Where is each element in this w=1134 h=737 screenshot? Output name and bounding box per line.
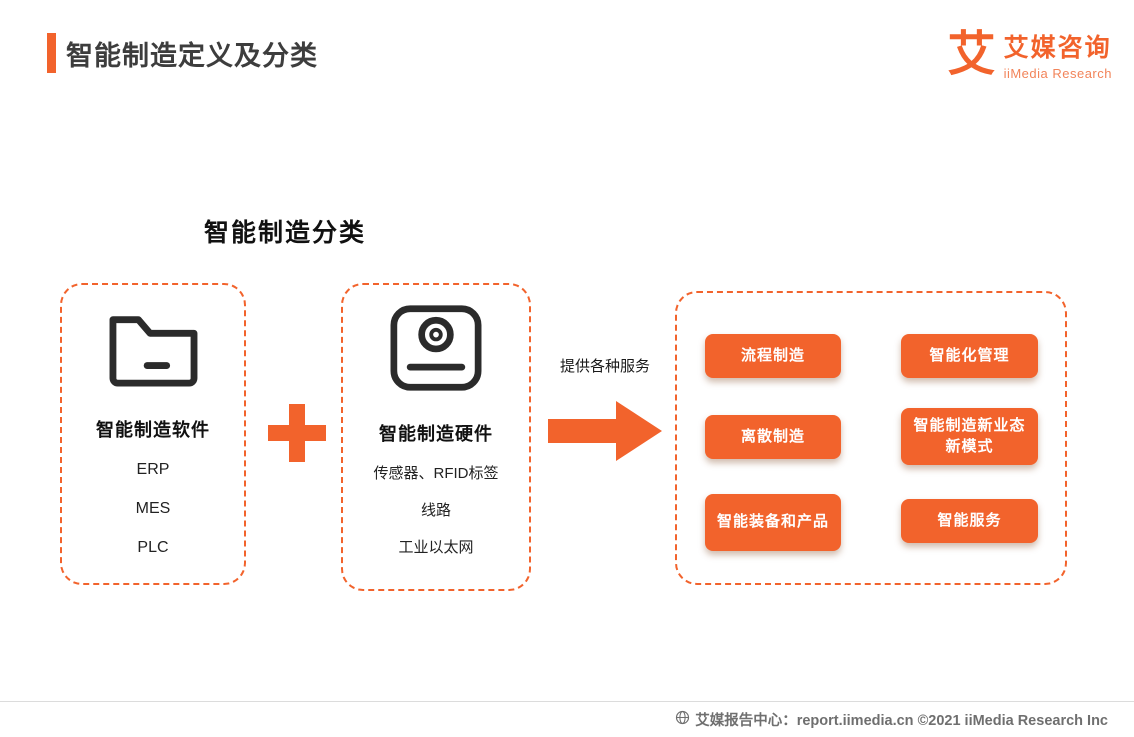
arrow-right-icon: [548, 398, 664, 469]
arrow-label: 提供各种服务: [559, 358, 650, 375]
page-title: 智能制造定义及分类: [66, 41, 318, 71]
service-node: 智能化管理: [901, 334, 1038, 378]
logo-brand-name: 艾媒咨询: [1003, 34, 1112, 62]
hardware-box-title: 智能制造硬件: [379, 424, 493, 444]
logo-subbrand-name: iiMedia Research: [1003, 66, 1112, 81]
title-accent-bar: [47, 33, 56, 73]
service-node: 智能制造新业态新模式: [901, 408, 1038, 465]
software-box-title: 智能制造软件: [96, 420, 210, 440]
diagram-subtitle: 智能制造分类: [204, 219, 367, 247]
brand-logo: 艾 艾媒咨询 iiMedia Research: [948, 28, 1112, 81]
hardware-item: 传感器、RFID标签: [373, 465, 499, 482]
footer-divider: [0, 701, 1134, 702]
folder-icon: [104, 305, 202, 394]
device-icon: [388, 303, 484, 398]
logo-text: 艾媒咨询 iiMedia Research: [1004, 28, 1112, 81]
software-item: MES: [135, 499, 171, 517]
software-items: ERP MES PLC: [136, 450, 171, 567]
logo-glyph-icon: 艾: [947, 27, 996, 81]
hardware-items: 传感器、RFID标签 线路 工业以太网: [374, 454, 499, 565]
globe-icon: [675, 710, 690, 729]
service-node: 智能装备和产品: [705, 494, 841, 551]
plus-icon: [268, 404, 326, 467]
service-node: 离散制造: [705, 415, 841, 459]
hardware-box: 智能制造硬件 传感器、RFID标签 线路 工业以太网: [341, 283, 531, 591]
software-box: 智能制造软件 ERP MES PLC: [60, 283, 246, 585]
software-item: ERP: [136, 460, 170, 478]
hardware-item: 工业以太网: [398, 539, 474, 556]
hardware-item: 线路: [420, 502, 451, 519]
service-node: 流程制造: [705, 334, 841, 378]
footer: 艾媒报告中心：report.iimedia.cn ©2021 iiMedia R…: [675, 709, 1108, 730]
services-box: [675, 291, 1067, 585]
footer-text: 艾媒报告中心：report.iimedia.cn ©2021 iiMedia R…: [695, 713, 1108, 729]
software-item: PLC: [137, 538, 169, 556]
service-node: 智能服务: [901, 499, 1038, 543]
